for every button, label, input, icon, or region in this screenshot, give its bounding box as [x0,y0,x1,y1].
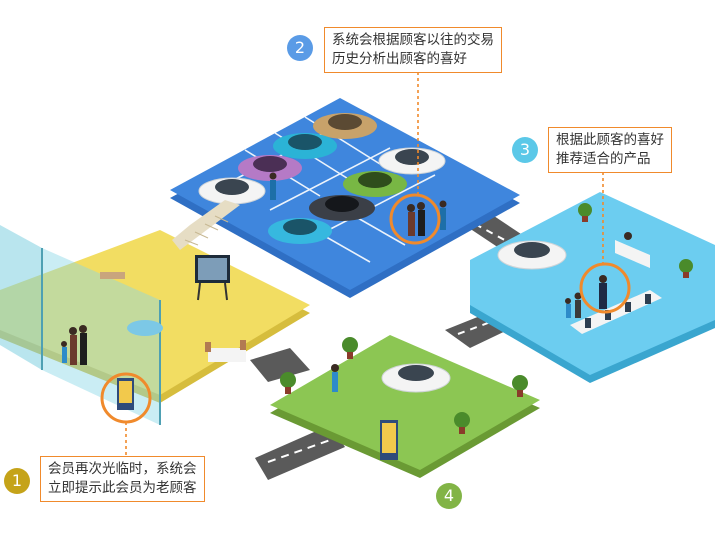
highlight-ring-2 [389,193,441,245]
retail-trees [578,203,693,278]
step-badge-1: 1 [4,468,30,494]
parked-cars [198,113,446,244]
bench [100,272,125,279]
step-2-line-1: 系统会根据顾客以往的交易 [332,32,494,48]
retail-car [497,240,567,270]
member-kiosk [117,378,134,410]
step-callout-3: 根据此顾客的喜好 推荐适合的产品 [548,127,672,173]
plaza-signboard [380,420,398,460]
retail-shoppers [565,292,582,318]
step-callout-1: 会员再次光临时，系统会 立即提示此会员为老顾客 [40,456,205,502]
step-1-line-2: 立即提示此会员为老顾客 [48,480,197,496]
plaza-pedestrian [331,364,339,392]
staircase [172,200,240,250]
service-counter [570,290,662,334]
step-1-line-1: 会员再次光临时，系统会 [48,461,197,477]
step-badge-3: 3 [512,137,538,163]
step-3-line-1: 根据此顾客的喜好 [556,132,664,148]
plaza-trees [280,337,528,434]
billboard [195,255,230,301]
connector-lines [125,72,604,456]
parking-customers [269,172,447,236]
reception-desk [615,232,650,268]
step-3-line-2: 推荐适合的产品 [556,151,651,167]
step-badge-4: 4 [436,483,462,509]
step-callout-2: 系统会根据顾客以往的交易 历史分析出顾客的喜好 [324,27,502,73]
step-2-line-2: 历史分析出顾客的喜好 [332,51,467,67]
cafe-table [205,340,246,362]
step-badge-2: 2 [287,35,313,61]
road-bottom-left [255,425,345,480]
plaza-car [381,363,451,393]
pond [127,320,163,336]
highlight-ring-3 [579,262,631,314]
road-store-plaza [250,348,310,382]
member-couple [61,325,87,365]
retail-platform [470,192,715,383]
sales-associate [599,275,607,309]
